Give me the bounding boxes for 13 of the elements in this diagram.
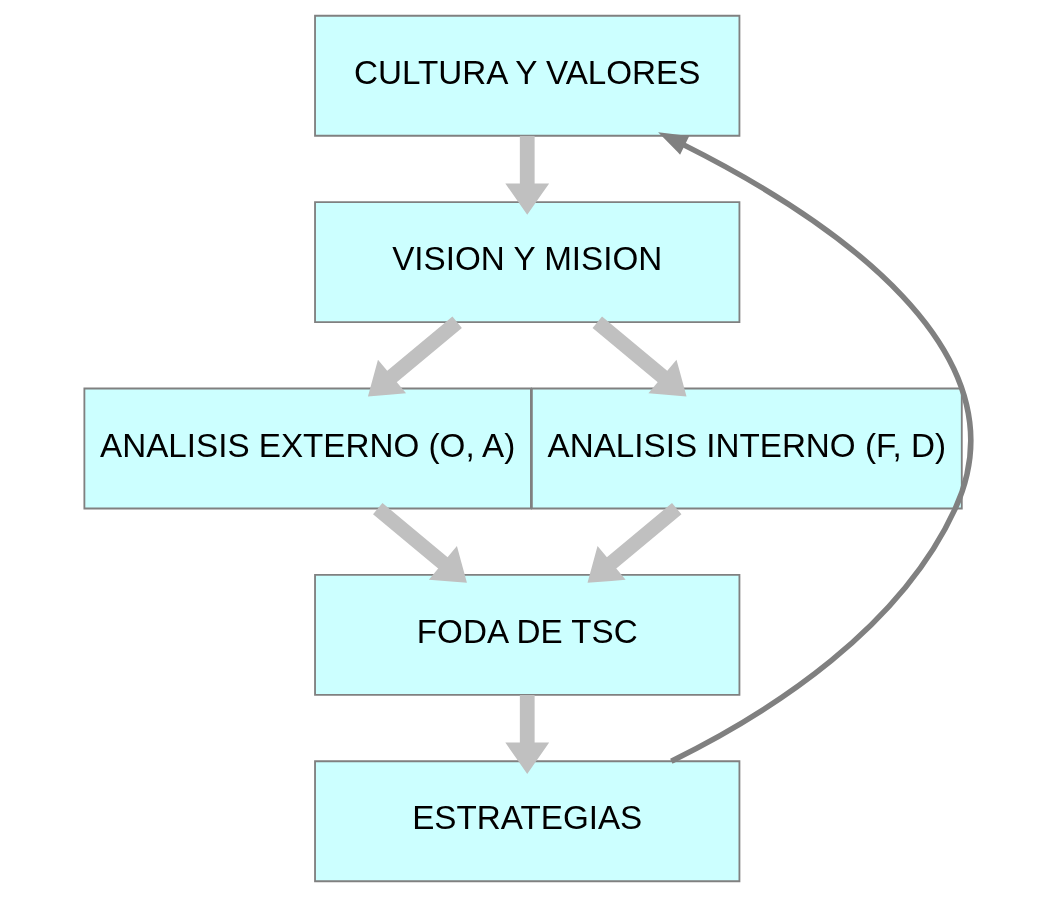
node-box: CULTURA Y VALORES [314,14,741,137]
arrow [373,502,467,583]
node-box: ANALISIS INTERNO (F, D) [530,387,963,510]
arrow [505,695,550,774]
node-box: ANALISIS EXTERNO (O, A) [83,387,532,510]
arrow [592,316,687,397]
arrow [658,132,973,764]
arrow [367,316,462,397]
node-box: ESTRATEGIAS [314,760,741,883]
node-box: VISION Y MISION [314,201,741,324]
node-box: FODA DE TSC [314,573,741,696]
arrow [505,135,550,215]
arrow [587,503,682,583]
